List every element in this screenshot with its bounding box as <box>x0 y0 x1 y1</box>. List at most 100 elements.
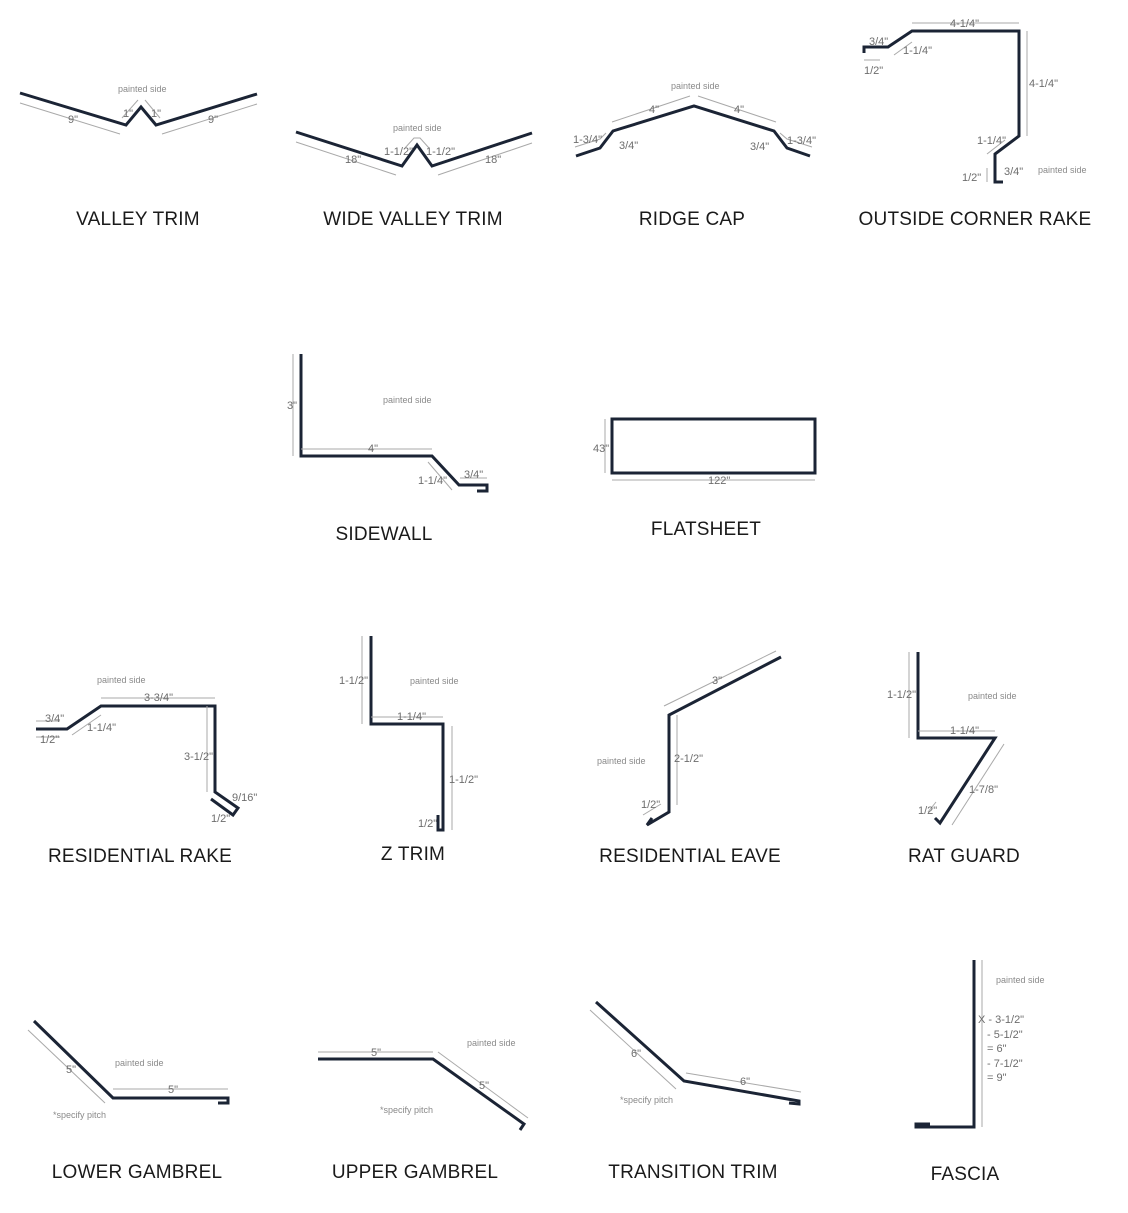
transition-trim-profile-line <box>594 1000 801 1106</box>
dim-label: - 7-1/2" <box>987 1058 1023 1070</box>
dim-label: 1-1/4" <box>87 722 116 734</box>
dim-label: 4-1/4" <box>950 18 979 30</box>
dim-label: 1/2" <box>40 734 59 746</box>
dim-label: 3-3/4" <box>144 692 173 704</box>
dim-label: 5" <box>479 1080 489 1092</box>
ridge-cap-profile-line <box>575 104 811 158</box>
dim-label: 1-1/2" <box>449 774 478 786</box>
painted-side-label: painted side <box>467 1038 516 1048</box>
dim-label: 4" <box>734 104 744 116</box>
painted-side-label: painted side <box>410 676 459 686</box>
dim-label: 1-3/4" <box>573 134 602 146</box>
dim-label: 1" <box>151 108 161 120</box>
painted-side-label: painted side <box>115 1058 164 1068</box>
profile-ridge-cap: painted side 4" 4" 1-3/4" 3/4" 3/4" 1-3/… <box>573 81 816 230</box>
dim-label: 1/2" <box>864 65 883 77</box>
residential-rake-profile-line <box>36 704 241 818</box>
dim-label: 9" <box>68 114 78 126</box>
dim-label: 3-1/2" <box>184 751 213 763</box>
dim-label: 2-1/2" <box>674 753 703 765</box>
dim-label: 1-1/4" <box>418 475 447 487</box>
painted-side-label: painted side <box>383 395 432 405</box>
dim-label: 5" <box>66 1064 76 1076</box>
wide-valley-trim-profile-line <box>295 130 533 168</box>
dim-label: 3" <box>712 675 722 687</box>
profile-name: RESIDENTIAL RAKE <box>48 846 232 867</box>
profile-name: FLATSHEET <box>651 519 761 540</box>
painted-side-label: painted side <box>1038 165 1087 175</box>
profile-name: Z TRIM <box>381 844 445 865</box>
rat-guard-profile-line <box>916 652 998 826</box>
profile-name: SIDEWALL <box>336 524 433 545</box>
specify-pitch-note: *specify pitch <box>53 1110 106 1120</box>
dim-label: 1/2" <box>918 805 937 817</box>
profile-fascia: painted side X - 3-1/2" - 5-1/2" = 6" - … <box>914 960 1045 1185</box>
flatsheet-profile-line <box>610 417 817 475</box>
dim-label: 1/2" <box>641 799 660 811</box>
dim-label: 1-7/8" <box>969 784 998 796</box>
dim-label: 1" <box>123 108 133 120</box>
dim-label: 6" <box>631 1048 641 1060</box>
profile-outside-corner-rake: 4-1/4" 3/4" 1-1/4" 1/2" 4-1/4" 1-1/4" 3/… <box>859 18 1092 230</box>
dim-label: 4" <box>368 443 378 455</box>
dim-label: 1-1/2" <box>426 146 455 158</box>
dim-label: 1-3/4" <box>787 135 816 147</box>
residential-eave-profile-line <box>645 655 782 827</box>
dim-label: 9" <box>208 114 218 126</box>
lower-gambrel-profile-line <box>32 1019 230 1105</box>
painted-side-label: painted side <box>996 975 1045 985</box>
specify-pitch-note: *specify pitch <box>620 1095 673 1105</box>
dim-label: 1-1/4" <box>397 711 426 723</box>
dim-label: 4-1/4" <box>1029 78 1058 90</box>
profile-name: VALLEY TRIM <box>76 209 200 230</box>
dim-label: 3/4" <box>45 713 64 725</box>
painted-side-label: painted side <box>671 81 720 91</box>
dim-label: 3/4" <box>750 141 769 153</box>
profile-transition-trim: 6" 6" *specify pitch TRANSITION TRIM <box>589 1000 802 1183</box>
z-trim-profile-line <box>369 636 445 832</box>
dim-label: - 5-1/2" <box>987 1029 1023 1041</box>
dim-label: 5" <box>168 1084 178 1096</box>
profile-upper-gambrel: painted side 5" 5" *specify pitch UPPER … <box>318 1038 529 1183</box>
outside-corner-rake-profile-line <box>862 29 1021 184</box>
profile-name: FASCIA <box>931 1164 1000 1185</box>
dim-label: = 6" <box>987 1043 1007 1055</box>
dim-label: 1/2" <box>962 172 981 184</box>
painted-side-label: painted side <box>597 756 646 766</box>
profile-name: WIDE VALLEY TRIM <box>323 209 503 230</box>
profile-residential-rake: painted side 3/4" 1/2" 1-1/4" 3-3/4" 3-1… <box>36 675 257 867</box>
painted-side-label: painted side <box>968 691 1017 701</box>
profile-name: TRANSITION TRIM <box>608 1162 777 1183</box>
profile-z-trim: painted side 1-1/2" 1-1/4" 1-1/2" 1/2" Z… <box>339 636 478 865</box>
dim-label: 43" <box>593 443 609 455</box>
dim-label: 3/4" <box>1004 166 1023 178</box>
profile-residential-eave: painted side 3" 2-1/2" 1/2" RESIDENTIAL … <box>597 650 782 867</box>
dim-label: 1-1/2" <box>887 689 916 701</box>
dim-label: 3/4" <box>619 140 638 152</box>
profile-name: LOWER GAMBREL <box>52 1162 222 1183</box>
dim-label: 1-1/2" <box>339 675 368 687</box>
profile-flatsheet: 43" 122" FLATSHEET <box>593 417 817 540</box>
dim-label: 3/4" <box>464 469 483 481</box>
profile-name: RESIDENTIAL EAVE <box>599 846 781 867</box>
dim-label: 1-1/4" <box>950 725 979 737</box>
profile-wide-valley-trim: painted side 18" 1-1/2" 1-1/2" 18" WIDE … <box>295 123 533 230</box>
painted-side-label: painted side <box>393 123 442 133</box>
profile-lower-gambrel: painted side 5" 5" *specify pitch LOWER … <box>27 1019 230 1183</box>
profile-name: RAT GUARD <box>908 846 1020 867</box>
dim-label: 9/16" <box>232 792 257 804</box>
valley-trim-profile-line <box>19 91 258 127</box>
profile-name: OUTSIDE CORNER RAKE <box>859 209 1092 230</box>
profile-valley-trim: painted side 9" 1" 1" 9" VALLEY TRIM <box>19 84 258 230</box>
profile-sidewall: painted side 3" 4" 1-1/4" 3/4" SIDEWALL <box>287 354 489 545</box>
dim-label: 3/4" <box>869 36 888 48</box>
profile-name: UPPER GAMBREL <box>332 1162 498 1183</box>
dim-label: 18" <box>345 154 361 166</box>
dim-label: 1/2" <box>211 813 230 825</box>
painted-side-label: painted side <box>97 675 146 685</box>
dim-label: 1-1/4" <box>977 135 1006 147</box>
dim-label: 1/2" <box>418 818 437 830</box>
dim-label: 1-1/4" <box>903 45 932 57</box>
fascia-profile-line <box>914 960 976 1129</box>
